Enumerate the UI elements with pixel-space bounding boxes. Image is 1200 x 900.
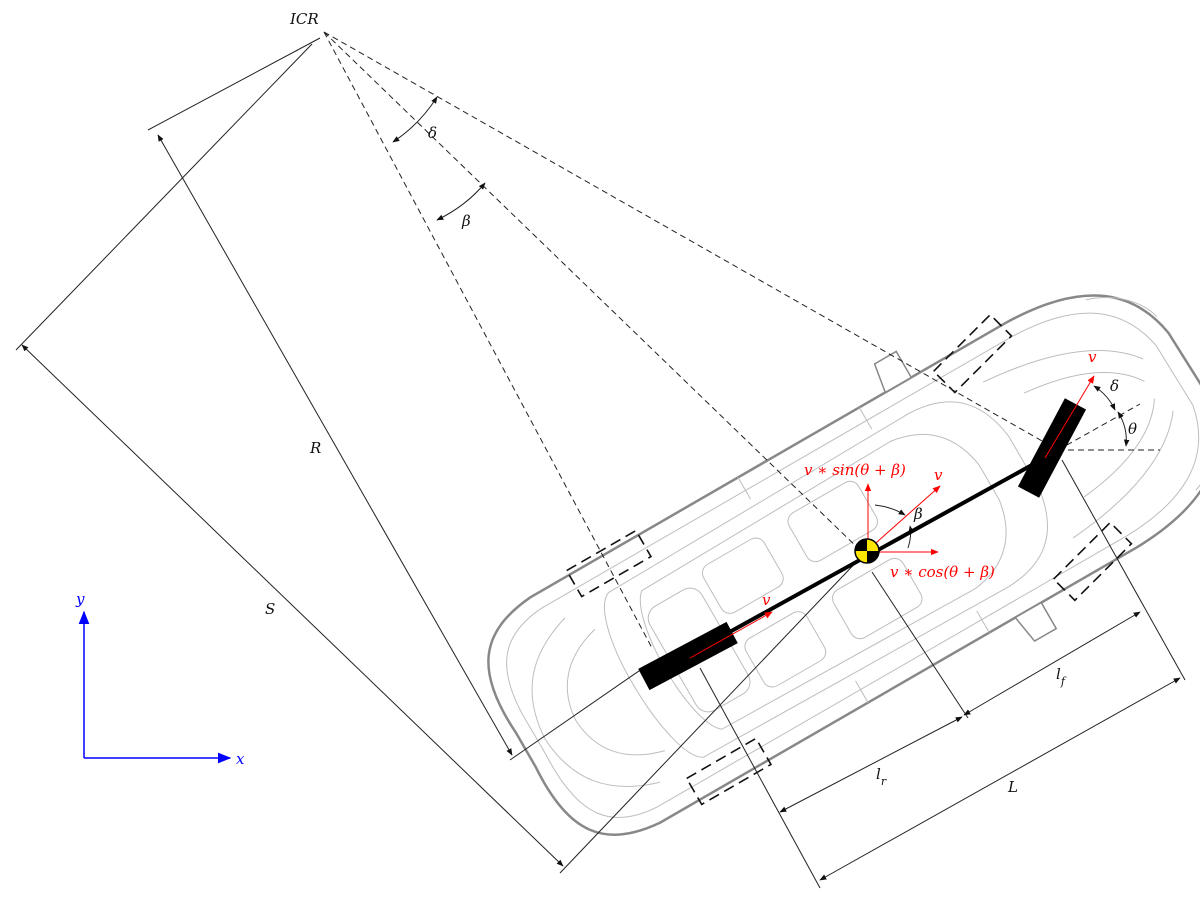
theta-label: θ	[1128, 420, 1137, 438]
delta-label-front: δ	[1110, 377, 1119, 395]
lr-label: lr	[876, 765, 887, 788]
front-wheel	[1017, 398, 1087, 498]
coordinate-axes	[78, 610, 232, 764]
beta-label-top: β	[461, 212, 471, 230]
center-of-gravity	[854, 538, 880, 564]
axis-y-label: y	[75, 590, 85, 608]
r-dimension	[157, 134, 513, 756]
v-cg-label: v	[934, 466, 943, 484]
axis-x-label: x	[236, 750, 245, 768]
icr-label: ICR	[289, 10, 319, 28]
beta-arc-top	[436, 182, 486, 221]
s-dimension	[21, 344, 564, 867]
r-label: R	[309, 439, 321, 457]
theta-arc-front	[1117, 411, 1130, 447]
beta-label-cg: β	[913, 505, 923, 523]
v-sin-label: v ∗ sin(θ + β)	[804, 461, 906, 479]
beta-arc-cg-2	[907, 525, 914, 549]
rear-wheel	[638, 621, 738, 691]
delta-arc-top	[392, 96, 438, 143]
s-label: S	[265, 600, 275, 618]
delta-arc-front	[1093, 385, 1116, 411]
delta-label-top: δ	[428, 124, 437, 142]
beta-arc-cg	[874, 504, 906, 516]
lf-label: lf	[1056, 665, 1067, 688]
v-cos-label: v ∗ cos(θ + β)	[890, 563, 995, 581]
v-rear-label: v	[762, 591, 771, 609]
L-label: L	[1007, 778, 1018, 796]
v-front-label: v	[1088, 348, 1097, 366]
L-dimension	[819, 677, 1181, 881]
